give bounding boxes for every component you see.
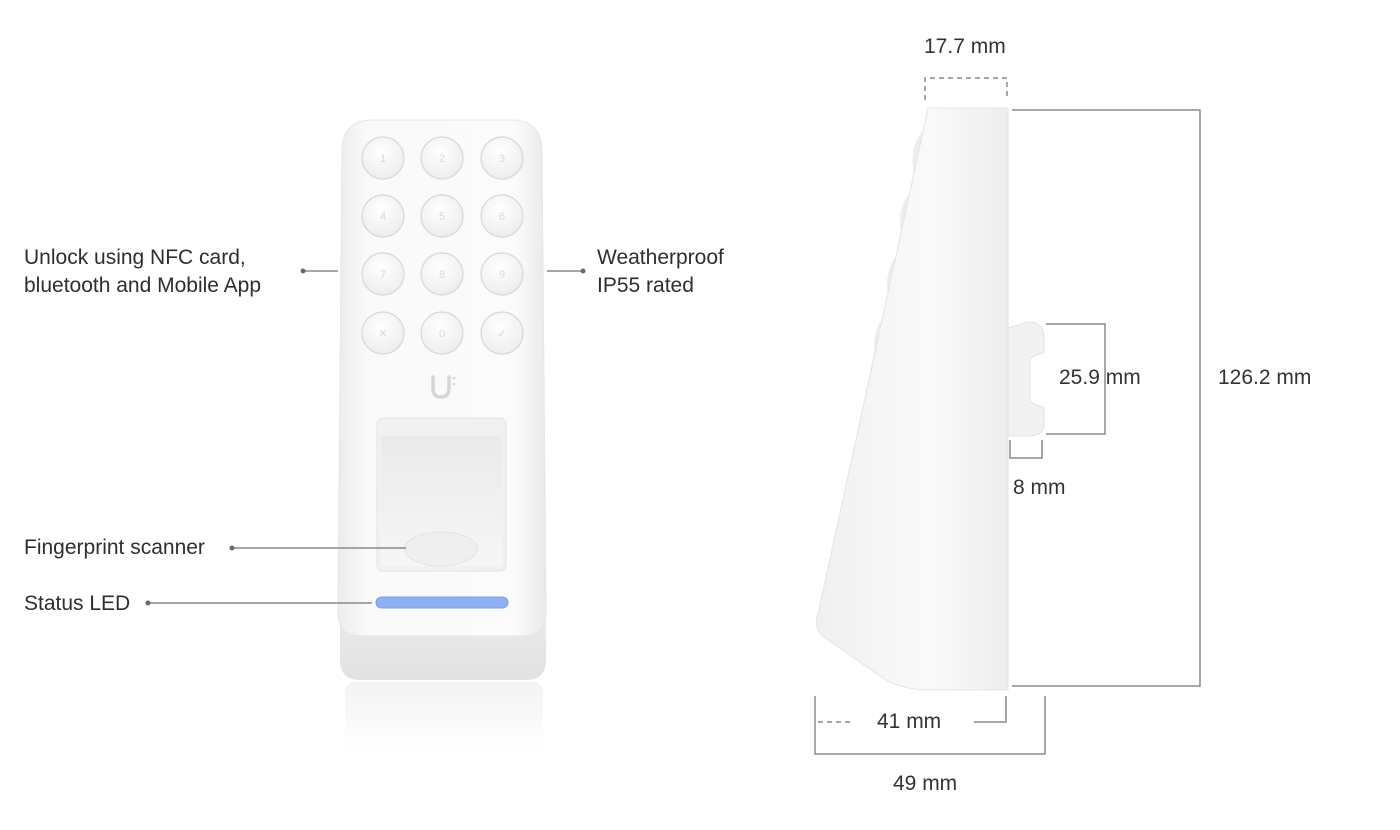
keypad-key-8: 8: [420, 252, 464, 296]
dim-height: [1012, 109, 1201, 687]
keypad-key-0: 0: [420, 311, 464, 355]
side-view-device: [815, 107, 1045, 691]
dim-label-bracket-depth: 8 mm: [1013, 476, 1066, 499]
dim-label-base-outer: 49 mm: [893, 772, 958, 795]
keypad-key-6: 6: [480, 194, 524, 238]
keypad-key-circle: [480, 136, 524, 180]
keypad-key-label: 4: [380, 211, 386, 223]
leader-unlock-dot: [300, 268, 306, 274]
keypad-key-label: 3: [499, 153, 505, 165]
leader-weather-dot: [580, 268, 586, 274]
keypad-key-circle: [480, 311, 524, 355]
keypad-key-2: 2: [420, 136, 464, 180]
keypad-key-circle: [361, 136, 405, 180]
front-view-device: 1 2 3 4 5 6 7 8 9 ✕ 0 ✓: [337, 119, 547, 752]
status-led: [375, 596, 509, 609]
mounting-bracket: [1007, 321, 1045, 437]
keypad-key-5: 5: [420, 194, 464, 238]
keypad-key-label: 5: [439, 211, 445, 223]
keypad-key-1: 1: [361, 136, 405, 180]
callout-weatherproof: Weatherproof IP55 rated: [597, 244, 724, 300]
callout-unlock: Unlock using NFC card, bluetooth and Mob…: [24, 244, 261, 300]
ubiquiti-logo-icon: [431, 375, 456, 399]
keypad-key-circle: [480, 194, 524, 238]
callout-status-led: Status LED: [24, 592, 131, 615]
dim-bracket-depth: [1009, 440, 1043, 459]
callout-unlock-line1: Unlock using NFC card,: [24, 246, 246, 269]
keypad: 1 2 3 4 5 6 7 8 9 ✕ 0 ✓: [361, 136, 524, 355]
keypad-key-✕: ✕: [361, 311, 405, 355]
keypad-key-circle: [420, 194, 464, 238]
keypad-key-circle: [361, 311, 405, 355]
leader-status-led-dot: [145, 600, 151, 606]
keypad-key-label: 6: [499, 211, 505, 223]
keypad-key-label: 8: [439, 269, 445, 281]
leader-fingerprint-dot: [229, 545, 235, 551]
keypad-key-label: ✓: [497, 328, 506, 340]
callout-fingerprint: Fingerprint scanner: [24, 536, 205, 559]
device-side-body: [815, 107, 1009, 691]
callout-weatherproof-line1: Weatherproof: [597, 246, 724, 269]
keypad-key-circle: [361, 194, 405, 238]
dim-base-inner-right: [974, 696, 1007, 723]
keypad-key-4: 4: [361, 194, 405, 238]
keypad-key-circle: [420, 136, 464, 180]
keypad-key-label: 1: [380, 153, 386, 165]
keypad-key-9: 9: [480, 252, 524, 296]
floor-reflection: [345, 682, 543, 752]
dim-bracket-height: [1046, 323, 1106, 435]
keypad-key-3: 3: [480, 136, 524, 180]
dim-base-outer: [814, 696, 1046, 755]
fingerprint-sensor: [404, 531, 478, 567]
leader-lines: [145, 268, 586, 606]
keypad-key-circle: [480, 252, 524, 296]
dim-label-depth-top: 17.7 mm: [924, 35, 1006, 58]
keypad-key-circle: [361, 252, 405, 296]
keypad-key-✓: ✓: [480, 311, 524, 355]
callout-weatherproof-line2: IP55 rated: [597, 274, 694, 297]
keypad-key-circle: [420, 311, 464, 355]
keypad-key-label: 9: [499, 269, 505, 281]
keypad-key-label: 2: [439, 153, 445, 165]
dim-label-base-inner: 41 mm: [877, 710, 942, 733]
dimension-lines: [814, 77, 1201, 755]
dim-label-bracket-height: 25.9 mm: [1059, 366, 1141, 389]
dim-depth-top: [924, 77, 1008, 100]
keypad-key-circle: [420, 252, 464, 296]
callout-unlock-line2: bluetooth and Mobile App: [24, 274, 262, 297]
keypad-key-label: 7: [380, 269, 386, 281]
keypad-key-7: 7: [361, 252, 405, 296]
dim-label-height: 126.2 mm: [1218, 366, 1312, 389]
keypad-key-label: 0: [439, 328, 445, 340]
fingerprint-scanner: [376, 417, 507, 572]
keypad-key-label: ✕: [378, 328, 387, 340]
